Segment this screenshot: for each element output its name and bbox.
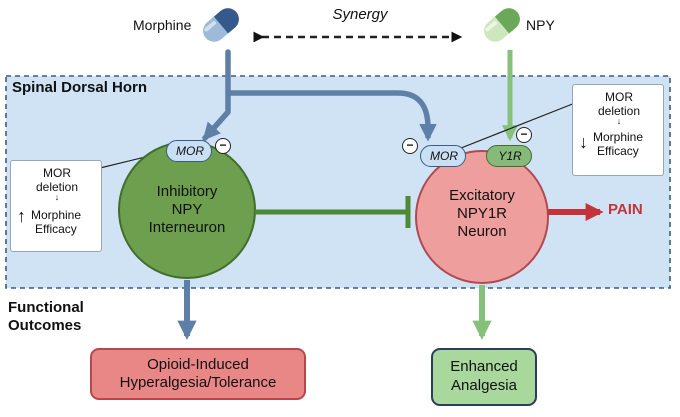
opioid-box-line1: Opioid-Induced — [147, 356, 249, 373]
enhanced-analgesia-box: Enhanced Analgesia — [431, 348, 537, 406]
right-mor-minus-text: − — [406, 138, 414, 152]
outcomes-title-line1: Functional — [8, 299, 84, 316]
right-mor-label: MOR — [430, 149, 458, 163]
inhibitory-neuron-line3: Interneuron — [148, 219, 226, 236]
right-callout-small-arrow: ↓ — [616, 116, 622, 126]
morphine-label: Morphine — [133, 17, 192, 33]
excitatory-neuron-line1: Excitatory — [449, 187, 515, 204]
morphine-to-excitatory-arrow — [228, 90, 437, 142]
right-callout-line3: Morphine — [593, 130, 644, 144]
y1r-label: Y1R — [498, 149, 522, 163]
left-callout-line4: Efficacy — [35, 222, 77, 236]
right-callout-box: MOR deletion ↓ ↓ Morphine Efficacy — [572, 84, 664, 176]
left-callout-small-arrow: ↓ — [54, 192, 60, 202]
arrow-down-icon: ↓ — [579, 132, 588, 152]
analgesia-box-line2: Analgesia — [451, 377, 517, 394]
outcomes-title-line2: Outcomes — [8, 317, 82, 334]
excitatory-neuron-body — [415, 150, 549, 284]
region-title: Spinal Dorsal Horn — [12, 79, 148, 96]
y1r-minus-sign-icon: − — [516, 127, 532, 143]
pain-label: PAIN — [608, 201, 643, 218]
inhibitory-neuron-line2: NPY — [171, 201, 203, 218]
excitatory-neuron-line2: NPY1R — [456, 205, 508, 222]
left-callout-line1: MOR — [43, 166, 71, 180]
morphine-capsule-icon — [203, 8, 239, 42]
opioid-box-line2: Hyperalgesia/Tolerance — [119, 374, 277, 391]
y1r-minus-text: − — [520, 127, 528, 141]
y1r-receptor-badge: Y1R — [486, 145, 532, 167]
left-callout-box: MOR deletion ↓ ↑ Morphine Efficacy — [10, 160, 102, 252]
opioid-hyperalgesia-box: Opioid-Induced Hyperalgesia/Tolerance — [90, 348, 306, 400]
left-callout-line2: deletion — [35, 180, 79, 194]
analgesia-box-line1: Enhanced — [450, 358, 518, 375]
right-mor-receptor-badge: MOR — [420, 145, 466, 167]
left-mor-receptor-badge: MOR — [166, 140, 212, 162]
spinal-dorsal-horn-region — [5, 75, 671, 289]
inhibitory-neuron-line1: Inhibitory — [156, 183, 218, 200]
npy-capsule-icon — [484, 8, 520, 42]
right-callout-connector — [455, 102, 576, 151]
excitatory-neuron-line3: Neuron — [457, 223, 507, 240]
right-callout-line4: Efficacy — [597, 144, 639, 158]
morphine-to-inhibitory-arrow — [202, 49, 231, 141]
left-minus-sign-right-icon: − — [402, 138, 418, 154]
left-mor-label: MOR — [176, 144, 204, 158]
right-callout-line1: MOR — [605, 90, 633, 104]
right-callout-line2: deletion — [597, 104, 641, 118]
left-minus-sign-icon: − — [215, 138, 231, 154]
arrow-up-icon: ↑ — [17, 206, 26, 226]
left-callout-line3: Morphine — [31, 208, 82, 222]
npy-label: NPY — [526, 17, 555, 33]
left-minus-sign-text: − — [219, 138, 227, 152]
synergy-label: Synergy — [332, 6, 388, 23]
